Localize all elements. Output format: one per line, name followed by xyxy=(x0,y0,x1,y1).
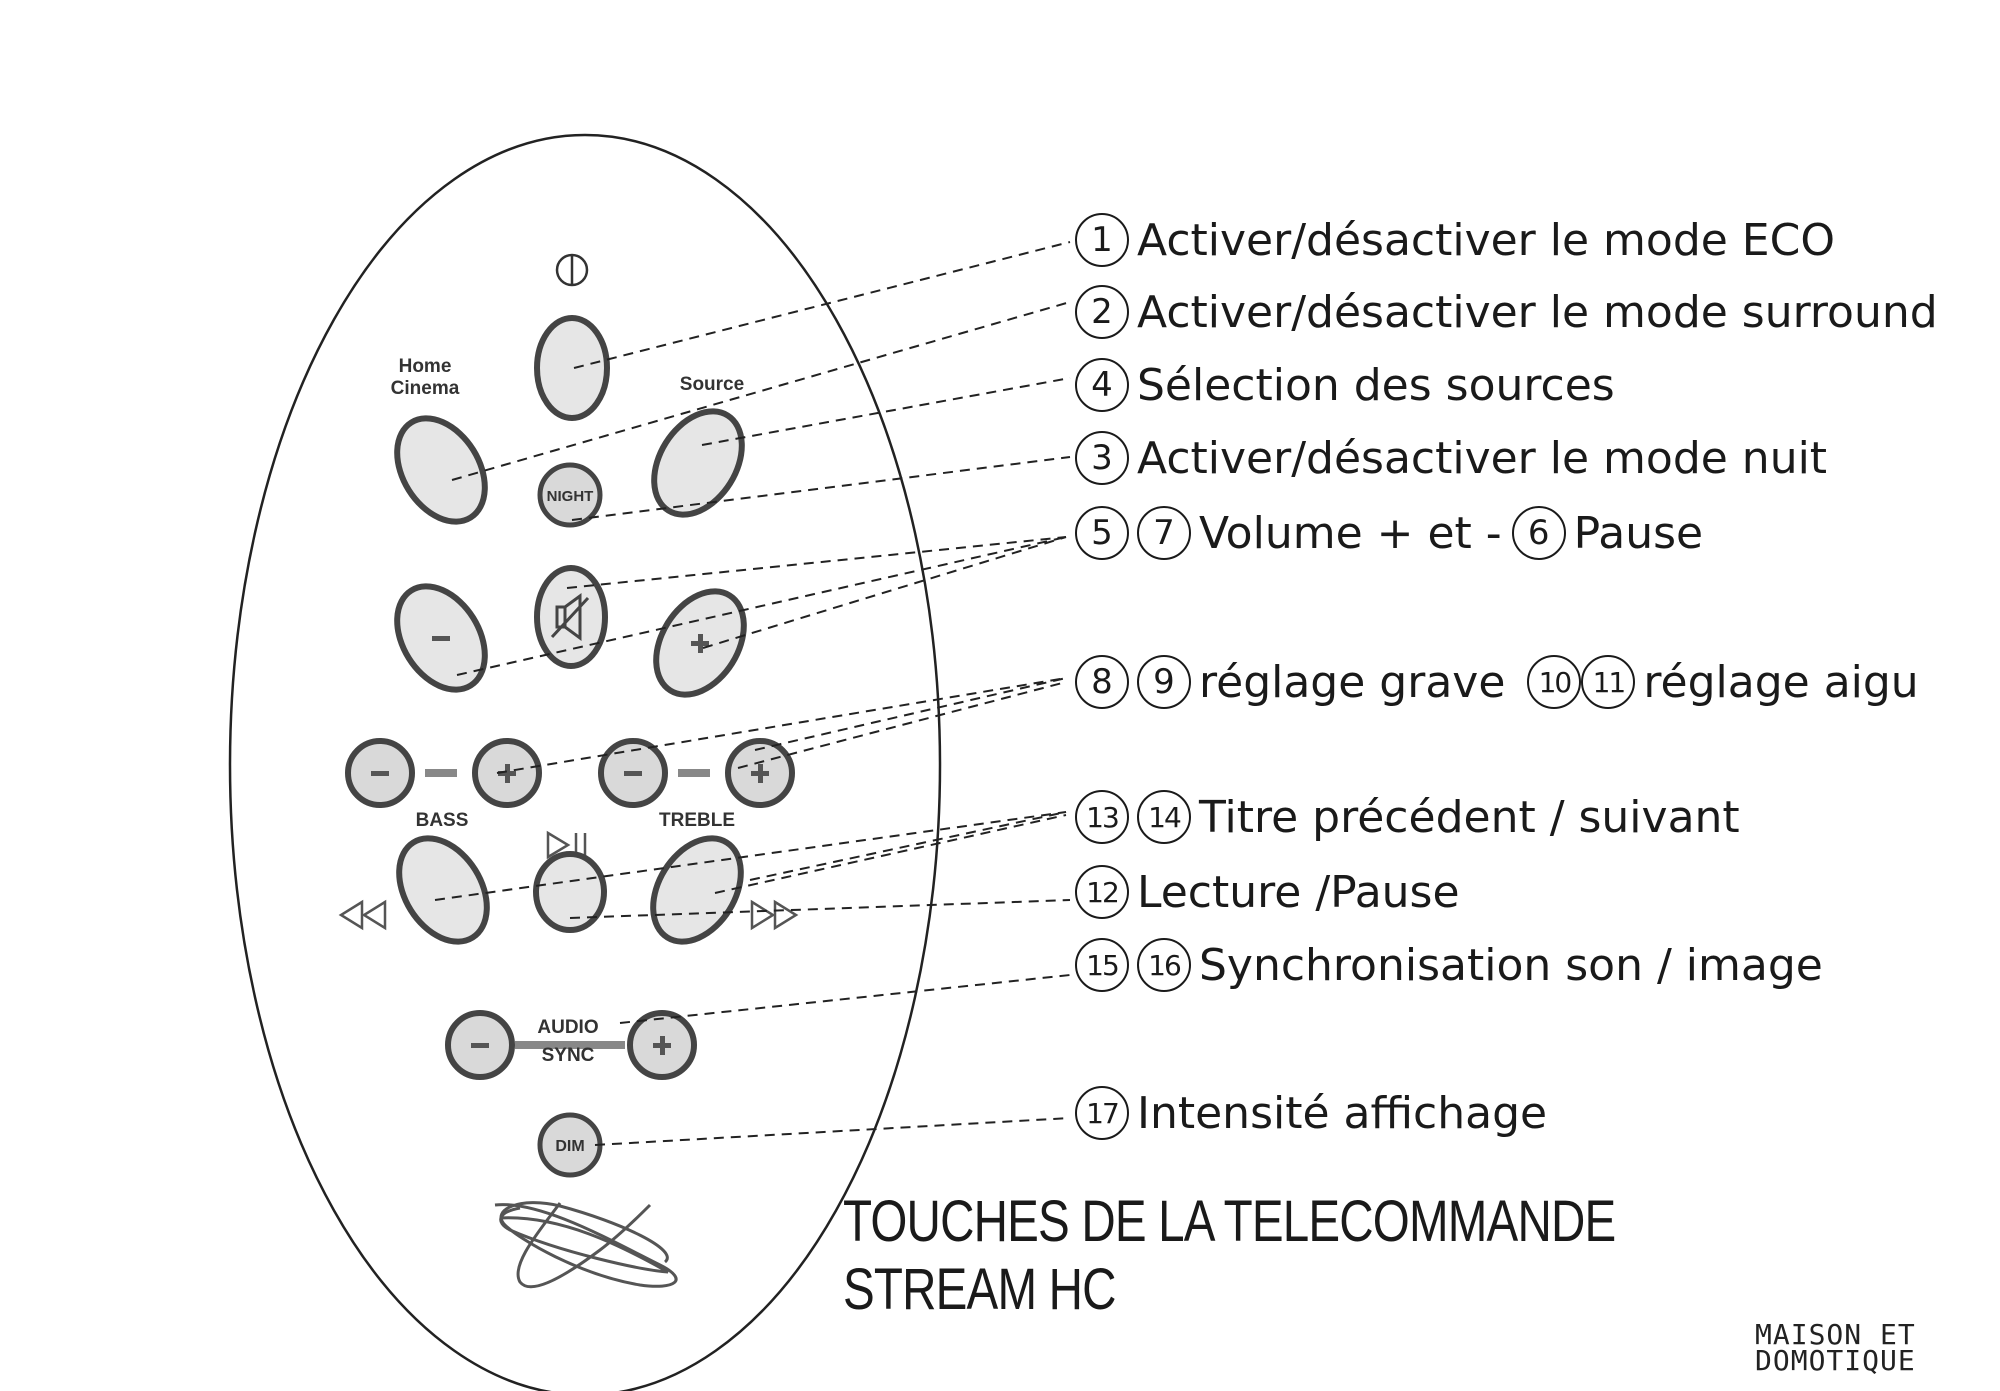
audio-sync-label: AUDIO SYNC xyxy=(537,1017,598,1066)
legend-number: 17 xyxy=(1075,1086,1129,1140)
leader-line-16 xyxy=(619,974,1071,1024)
legend-item-eco: 1 Activer/désactiver le mode ECO xyxy=(1075,210,1835,270)
legend-text: Volume + et - xyxy=(1199,507,1502,559)
legend-number: 6 xyxy=(1511,506,1566,560)
legend-number: 1 xyxy=(1075,213,1129,267)
legend-number: 5 xyxy=(1075,506,1129,560)
legend-item-night: 3 Activer/désactiver le mode nuit xyxy=(1075,428,1827,488)
home-cinema-label: Home Cinema xyxy=(391,356,460,399)
minus-icon xyxy=(624,771,642,776)
night-label: NIGHT xyxy=(547,488,594,505)
plus-icon xyxy=(653,1036,671,1055)
legend-item-surround: 2 Activer/désactiver le mode surround xyxy=(1075,282,1938,342)
legend-item-sync: 15 16 Synchronisation son / image xyxy=(1075,935,1823,995)
bass-connector xyxy=(425,769,457,777)
leader-line-7 xyxy=(702,536,1067,649)
home-cinema-label-line2: Cinema xyxy=(391,378,460,399)
night-button[interactable] xyxy=(537,462,603,528)
leader-line-14b xyxy=(714,814,1067,894)
leader-line-12 xyxy=(569,899,1071,919)
leader-line-17 xyxy=(594,1117,1071,1146)
legend-text: Synchronisation son / image xyxy=(1199,939,1823,991)
legend-text: Lecture /Pause xyxy=(1137,866,1460,918)
leader-line-6 xyxy=(566,536,1067,589)
legend-item-play-pause: 12 Lecture /Pause xyxy=(1075,862,1460,922)
mute-speaker-icon xyxy=(550,593,590,641)
brand-watermark: MAISON ET DOMOTIQUE xyxy=(1755,1318,1965,1377)
legend-number: 7 xyxy=(1137,506,1191,560)
audio-sync-connector xyxy=(515,1041,625,1049)
play-pause-button[interactable] xyxy=(533,851,607,933)
legend-text: Intensité affichage xyxy=(1137,1087,1548,1139)
treble-connector xyxy=(678,769,710,777)
legend-number: 15 xyxy=(1075,938,1129,992)
legend-text: Activer/désactiver le mode surround xyxy=(1137,286,1938,338)
legend-number: 9 xyxy=(1137,655,1191,709)
audio-sync-label-line1: AUDIO xyxy=(537,1017,598,1038)
source-button[interactable] xyxy=(636,395,760,530)
power-icon xyxy=(555,253,589,287)
legend-item-track: 13 14 Titre précédent / suivant xyxy=(1075,787,1740,847)
legend-text: Titre précédent / suivant xyxy=(1199,791,1740,843)
previous-track-button[interactable] xyxy=(381,822,505,957)
minus-icon xyxy=(371,771,389,776)
rewind-icon xyxy=(338,899,387,931)
caption-line-1: TOUCHES DE LA TELECOMMANDE xyxy=(843,1189,1616,1254)
home-cinema-button[interactable] xyxy=(379,402,503,537)
leader-line-14 xyxy=(749,811,1067,881)
legend-text: Sélection des sources xyxy=(1137,359,1615,411)
leader-line-5 xyxy=(456,536,1067,676)
treble-label: TREBLE xyxy=(659,810,735,831)
caption-line-2: STREAM HC xyxy=(843,1257,1117,1322)
legend-number: 12 xyxy=(1075,865,1129,919)
leader-line-10 xyxy=(754,677,1067,751)
legend-number: 8 xyxy=(1075,655,1129,709)
leader-line-1 xyxy=(573,241,1071,369)
legend-number: 16 xyxy=(1137,938,1191,992)
next-track-button[interactable] xyxy=(635,822,759,957)
leader-line-2 xyxy=(451,301,1071,481)
leader-line-4 xyxy=(701,377,1071,446)
brand-logo-icon xyxy=(494,1201,678,1289)
audio-sync-label-line2: SYNC xyxy=(542,1045,595,1066)
legend-text: Activer/désactiver le mode ECO xyxy=(1137,214,1835,266)
plus-icon xyxy=(751,764,769,783)
plus-icon xyxy=(691,634,709,653)
legend-number: 2 xyxy=(1075,285,1129,339)
legend-text: Pause xyxy=(1573,507,1704,559)
legend-text: réglage aigu xyxy=(1643,656,1919,708)
legend-item-bass-treble: 8 9 réglage grave 10 11 réglage aigu xyxy=(1075,652,1919,712)
home-cinema-label-line1: Home xyxy=(399,356,452,377)
legend-item-volume: 5 7 Volume + et - 6 Pause xyxy=(1075,503,1703,563)
legend-text: Activer/désactiver le mode nuit xyxy=(1137,432,1828,484)
legend-item-sources: 4 Sélection des sources xyxy=(1075,355,1615,415)
legend-number: 11 xyxy=(1581,655,1636,709)
legend-number: 10 xyxy=(1527,655,1582,709)
legend-number: 3 xyxy=(1075,431,1129,485)
leader-line-11 xyxy=(737,681,1067,769)
fast-forward-icon xyxy=(750,899,799,931)
source-label: Source xyxy=(680,374,744,395)
legend-number: 14 xyxy=(1137,790,1191,844)
minus-icon xyxy=(432,636,450,641)
leader-line-13 xyxy=(434,811,1067,901)
legend-number: 4 xyxy=(1075,358,1129,412)
legend-number: 13 xyxy=(1075,790,1129,844)
legend-text: réglage grave xyxy=(1199,656,1506,708)
legend-item-dim: 17 Intensité affichage xyxy=(1075,1083,1547,1143)
plus-icon xyxy=(498,764,516,783)
leader-lines xyxy=(434,241,1071,1146)
dim-label: DIM xyxy=(555,1138,584,1155)
leader-line-8 xyxy=(496,677,1067,774)
eco-button[interactable] xyxy=(534,315,610,421)
diagram-caption: TOUCHES DE LA TELECOMMANDE STREAM HC xyxy=(843,1188,1616,1324)
brand-line-1: MAISON ET xyxy=(1755,1318,1916,1351)
bass-label: BASS xyxy=(416,810,469,831)
brand-line-2: DOMOTIQUE xyxy=(1755,1344,1916,1377)
minus-icon xyxy=(471,1043,489,1048)
